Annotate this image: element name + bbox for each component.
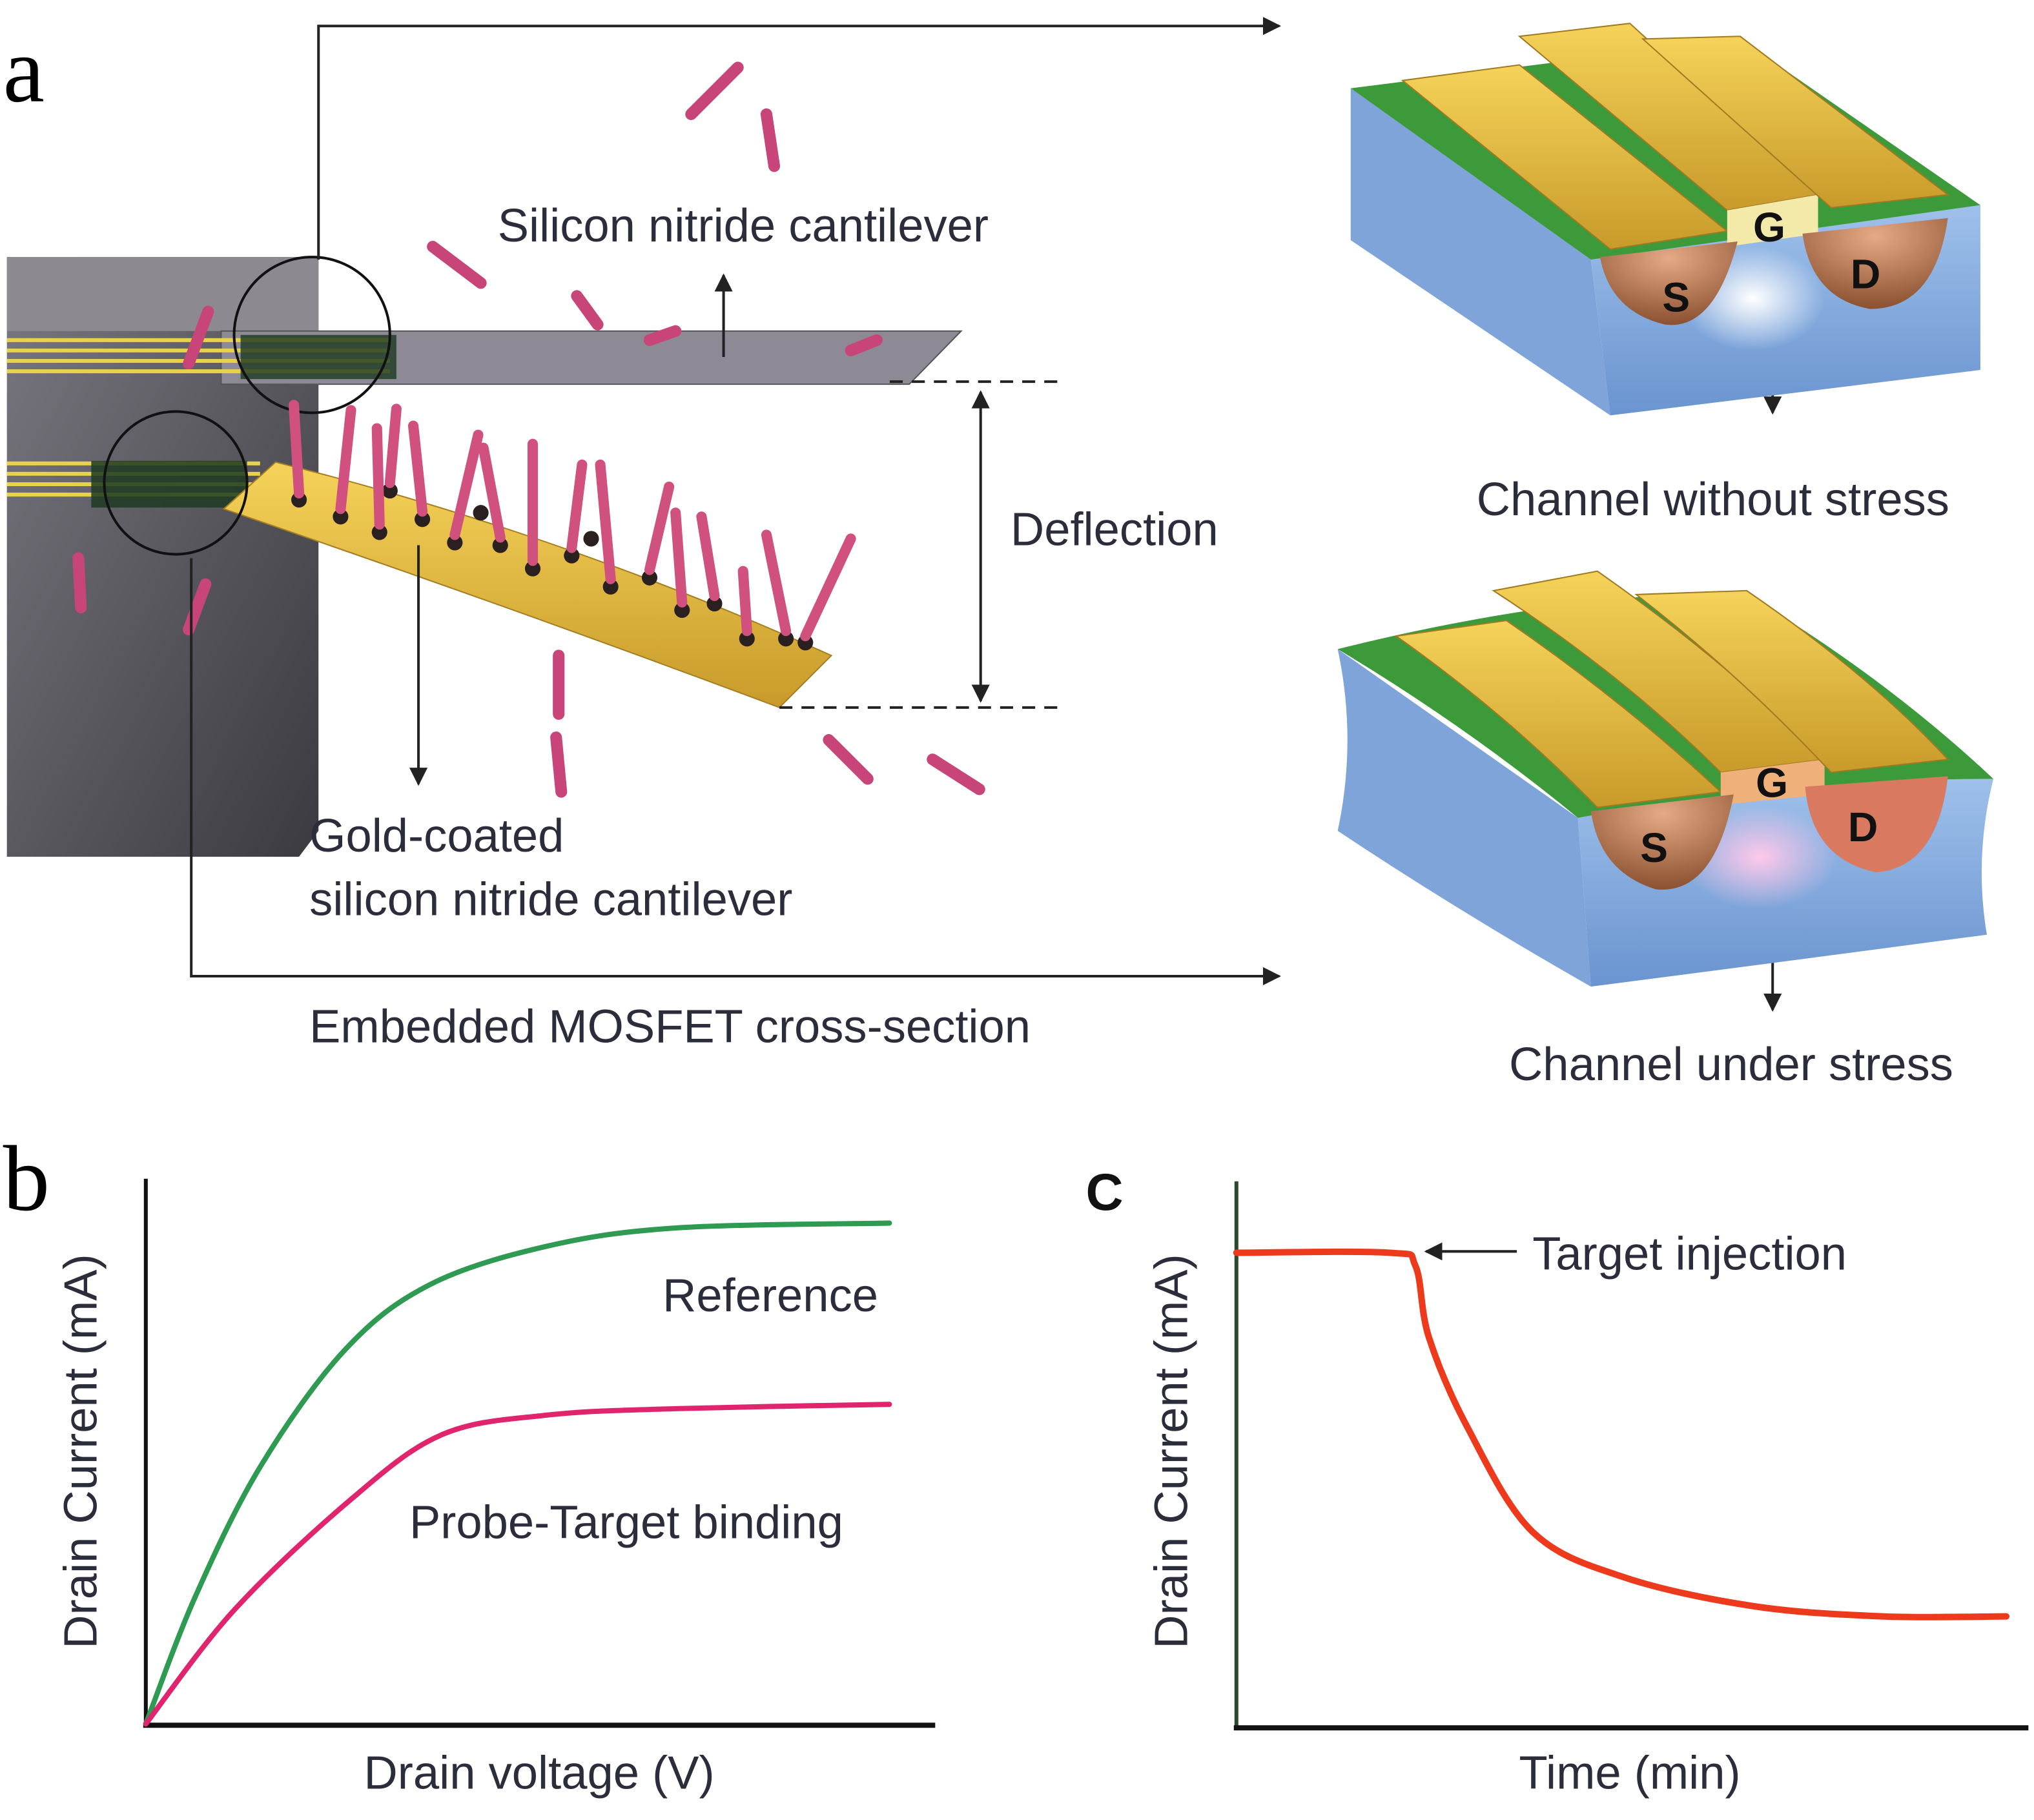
source-label: S — [1662, 274, 1690, 321]
channel-under-stress-label: Channel under stress — [1509, 1038, 1953, 1090]
mosfet-location-circle — [232, 256, 391, 414]
panel-label-c: C — [1086, 1163, 1124, 1222]
x-axis-label: Drain voltage (V) — [364, 1747, 715, 1799]
series-line-drain-current — [1233, 1248, 2010, 1621]
y-axis-label: Drain Current (mA) — [54, 1254, 107, 1648]
mosfet-without-stress: G S D — [1350, 23, 1980, 416]
y-axis-label: Drain Current (mA) — [1145, 1254, 1197, 1648]
source-label: S — [1640, 824, 1668, 871]
gold-coated-label-line2: silicon nitride cantilever — [309, 874, 792, 926]
drain-label: D — [1848, 804, 1878, 850]
panel-label-b: b — [3, 1127, 50, 1231]
gold-coated-label-line1: Gold-coated — [309, 810, 564, 862]
x-axis-label: Time (min) — [1519, 1747, 1741, 1799]
drain-label: D — [1851, 251, 1880, 297]
series-line-probe-target-binding — [143, 1402, 892, 1727]
channel-without-stress-label: Channel without stress — [1477, 473, 1949, 526]
series-label-probe-target: Probe-Target binding — [409, 1497, 843, 1549]
series-label-reference: Reference — [663, 1269, 878, 1322]
mosfet-under-stress: G S D — [1337, 570, 1994, 987]
gate-label: G — [1753, 204, 1785, 251]
panel-a: a — [3, 17, 1994, 1090]
probe-molecules — [288, 400, 856, 642]
chip-base — [6, 257, 319, 857]
target-molecules — [72, 61, 985, 798]
panel-c-chart: C Target injection Time (min) Drain Curr… — [1086, 1163, 2029, 1799]
gate-label: G — [1756, 760, 1788, 806]
panel-label-a: a — [3, 19, 45, 122]
panel-b-chart: b Reference Probe-Target binding Drain v… — [3, 1127, 936, 1799]
mosfet-location-circle — [103, 410, 249, 556]
silicon-nitride-cantilever — [6, 330, 963, 385]
connector-arrows — [190, 17, 1782, 1012]
target-injection-annotation: Target injection — [1532, 1227, 1847, 1280]
mosfet-cross-section-label: Embedded MOSFET cross-section — [309, 1001, 1031, 1053]
series-line-reference — [143, 1220, 892, 1727]
deflection-label: Deflection — [1011, 503, 1218, 555]
silicon-nitride-cantilever-label: Silicon nitride cantilever — [498, 199, 989, 252]
